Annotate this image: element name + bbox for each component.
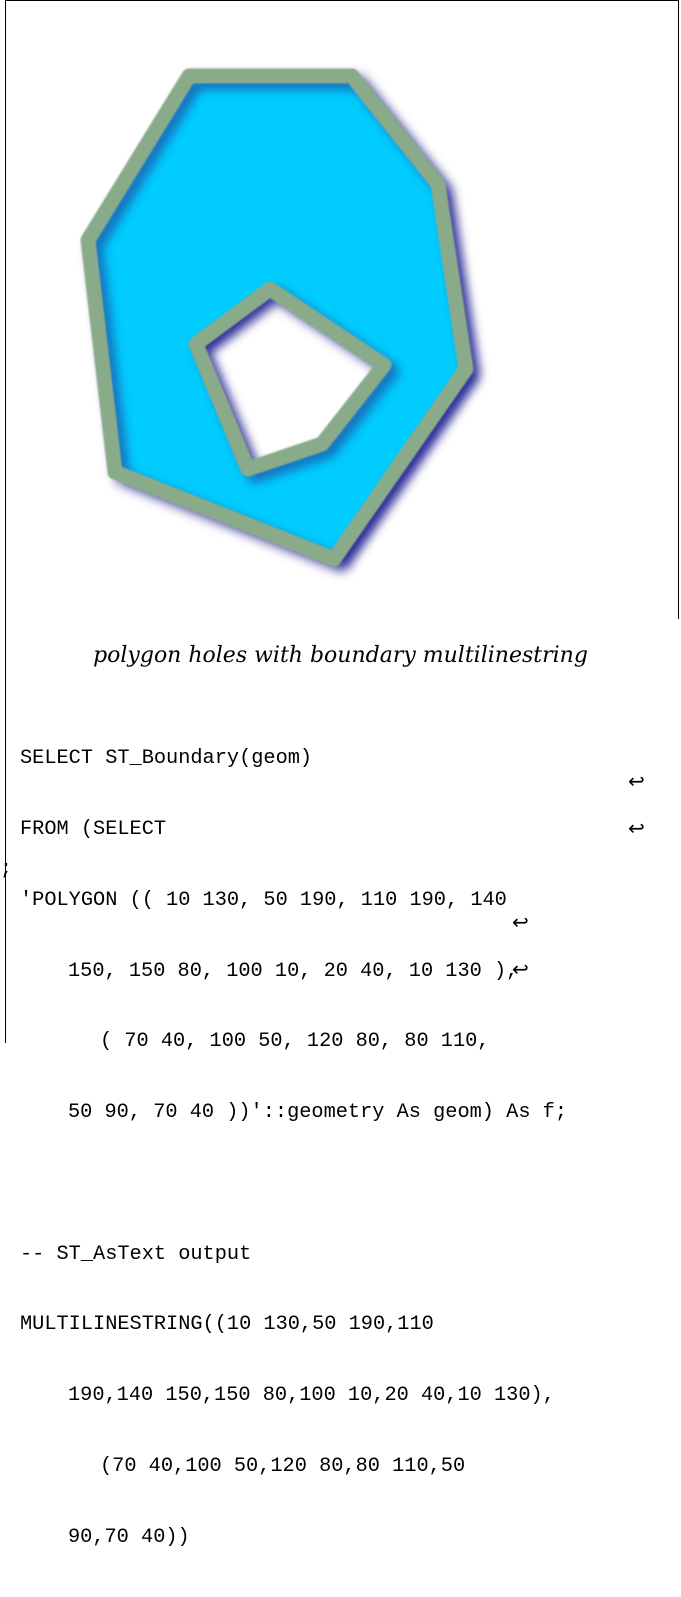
right-border — [678, 0, 679, 619]
wrap-arrow-icon: ↩ — [512, 957, 529, 981]
code-line: ( 70 40, 100 50, 120 80, 80 110, — [100, 1030, 490, 1054]
code-line: 'POLYGON (( 10 130, 50 190, 110 190, 140 — [20, 888, 507, 912]
left-border — [5, 0, 6, 1043]
sql-code-block: SELECT ST_Boundary(geom) FROM (SELECT 'P… — [20, 700, 567, 1597]
wrap-arrow-icon: ↩ — [628, 816, 645, 840]
code-line: FROM (SELECT — [20, 817, 167, 841]
top-border — [5, 0, 679, 1]
polygon-figure — [80, 68, 481, 573]
stray-semicolon: ; — [0, 858, 13, 881]
polygon-fill — [88, 76, 466, 559]
document-frame: polygon holes with boundary multilinestr… — [0, 0, 679, 1549]
boundary-multilinestring — [80, 68, 474, 567]
inner-hole-boundary-line — [188, 281, 392, 477]
code-line: 50 90, 70 40 ))'::geometry As geom) As f… — [68, 1101, 567, 1125]
code-line: 90,70 40)) — [68, 1525, 190, 1549]
code-line — [20, 1172, 567, 1196]
code-line: 190,140 150,150 80,100 10,20 40,10 130), — [68, 1384, 555, 1408]
outer-boundary-line — [80, 68, 474, 567]
wrap-arrow-icon: ↩ — [628, 769, 645, 793]
code-line: MULTILINESTRING((10 130,50 190,110 — [20, 1313, 434, 1337]
wrap-arrow-icon: ↩ — [512, 910, 529, 934]
code-line: -- ST_AsText output — [20, 1242, 252, 1266]
code-line: 150, 150 80, 100 10, 20 40, 10 130 ), — [68, 959, 519, 983]
code-line: SELECT ST_Boundary(geom) — [20, 747, 313, 771]
code-line: (70 40,100 50,120 80,80 110,50 — [100, 1455, 466, 1478]
figure-caption: polygon holes with boundary multilinestr… — [93, 643, 588, 668]
